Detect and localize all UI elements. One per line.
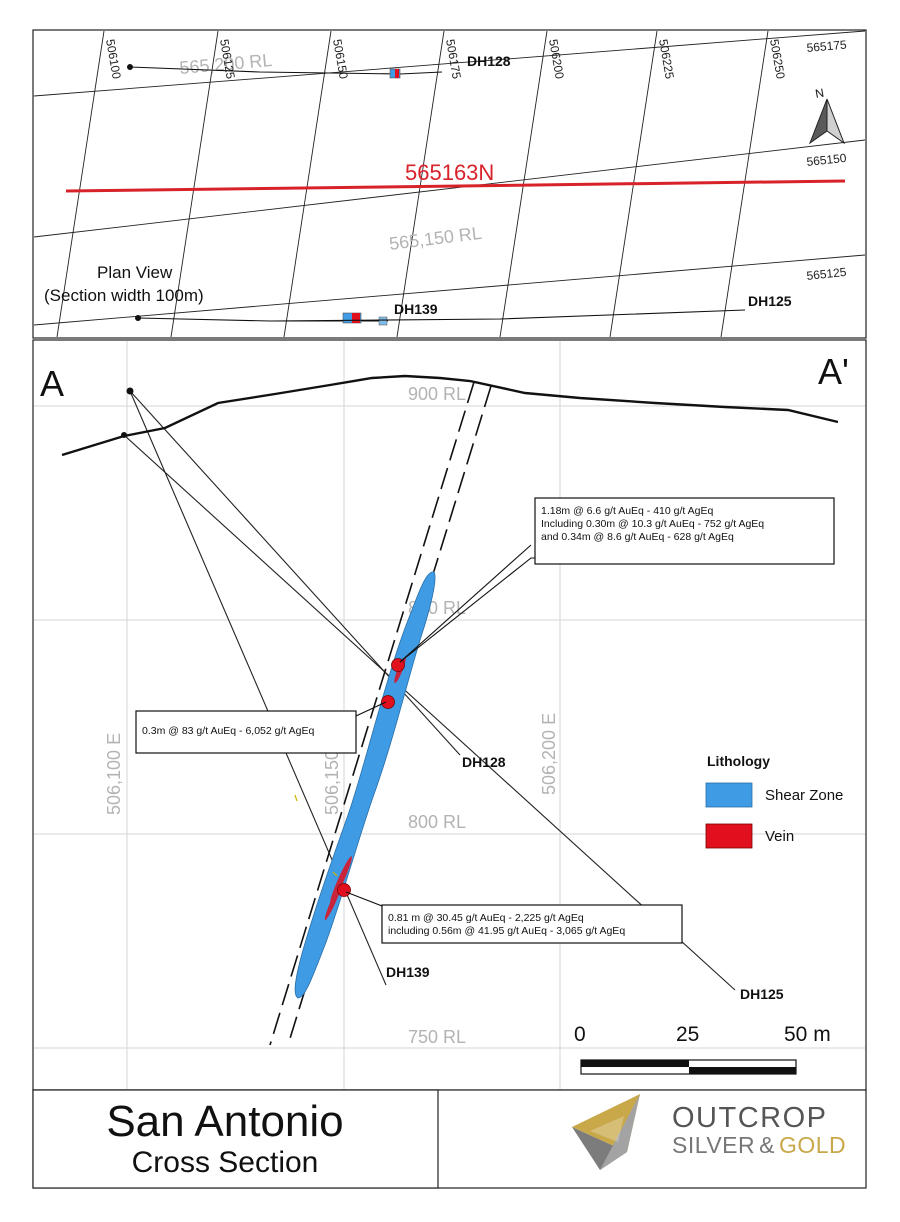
plan-caption-line1: Plan View xyxy=(97,263,173,282)
easting-label-3: 506150 xyxy=(330,38,351,80)
section-panel: 900 RL 850 RL 800 RL 750 RL 506,100 E 50… xyxy=(32,339,867,1091)
rl-label-750: 750 RL xyxy=(408,1027,466,1047)
easting-label-6: 506225 xyxy=(656,38,677,80)
scale-tick-25: 25 xyxy=(676,1023,699,1046)
easting-label-2: 506125 xyxy=(217,38,238,80)
section-hole-label-dh125: DH125 xyxy=(740,986,784,1002)
logo-wordmark-line2: SILVER&GOLD xyxy=(672,1132,846,1158)
map-subtitle: Cross Section xyxy=(132,1146,319,1179)
plan-hole-dh128: DH128 xyxy=(127,53,511,79)
callout-3-line-2: including 0.56m @ 41.95 g/t AuEq - 3,065… xyxy=(388,925,625,937)
section-line-label: 565163N xyxy=(405,160,494,185)
legend-label-vein: Vein xyxy=(765,828,794,845)
rl-label-900: 900 RL xyxy=(408,384,466,404)
scale-bar: 0 25 50 m xyxy=(574,1023,831,1075)
legend-label-shear-zone: Shear Zone xyxy=(765,787,843,804)
map-title: San Antonio xyxy=(106,1097,343,1146)
intercept-dh125 xyxy=(391,658,405,672)
north-label: N xyxy=(814,86,825,101)
shear-zone xyxy=(294,571,436,999)
title-block: San Antonio Cross Section xyxy=(32,1089,867,1189)
plan-hole-label-dh139: DH139 xyxy=(394,301,438,317)
easting-label-1: 506100 xyxy=(103,38,124,80)
plan-easting-labels: 506100 506125 506150 506175 506200 50622… xyxy=(103,38,788,80)
section-end-label-a-prime: A' xyxy=(818,351,849,392)
easting-label-7: 506250 xyxy=(767,38,788,80)
easting-label-4: 506175 xyxy=(443,38,464,80)
scale-tick-50: 50 m xyxy=(784,1023,831,1046)
callout-dh125-intercept: 1.18m @ 6.6 g/t AuEq - 410 g/t AgEq Incl… xyxy=(399,497,835,663)
outcrop-logo: OUTCROP SILVER&GOLD xyxy=(572,1094,846,1170)
plan-hole-label-dh125: DH125 xyxy=(748,293,792,309)
legend-title: Lithology xyxy=(707,753,770,769)
easting-label-5: 506200 xyxy=(546,38,567,80)
callout-1-line-1: 1.18m @ 6.6 g/t AuEq - 410 g/t AgEq xyxy=(541,505,714,517)
topography-line xyxy=(61,374,839,457)
section-hole-label-dh139: DH139 xyxy=(386,964,430,980)
callout-dh139-intercept: 0.81 m @ 30.45 g/t AuEq - 2,225 g/t AgEq… xyxy=(345,891,683,944)
intercept-dh128 xyxy=(381,695,395,709)
scale-tick-0: 0 xyxy=(574,1023,586,1046)
rl-label-800: 800 RL xyxy=(408,812,466,832)
northing-label-1: 565175 xyxy=(806,38,847,55)
legend-swatch-shear-zone xyxy=(705,782,753,808)
logo-mark-icon xyxy=(572,1094,640,1170)
vein-intercepts xyxy=(337,658,405,897)
logo-wordmark-outcrop: OUTCROP xyxy=(672,1102,828,1134)
logo-silver: SILVER xyxy=(672,1132,755,1158)
logo-amp: & xyxy=(759,1132,775,1158)
trace-dh125 xyxy=(123,434,736,991)
callout-1-line-2: Including 0.30m @ 10.3 g/t AuEq - 752 g/… xyxy=(541,518,764,530)
section-hole-label-dh128: DH128 xyxy=(462,754,506,770)
section-line xyxy=(65,179,846,193)
plan-northing-grid xyxy=(33,30,866,326)
north-arrow-icon: N xyxy=(808,86,846,145)
callout-1-line-3: and 0.34m @ 8.6 g/t AuEq - 628 g/t AgEq xyxy=(541,531,734,543)
northing-label-3: 565125 xyxy=(806,265,848,283)
logo-gold: GOLD xyxy=(779,1132,846,1158)
plan-hole-dh125: DH125 xyxy=(269,293,792,322)
trace-dh128 xyxy=(129,390,461,756)
legend: Lithology Shear Zone Vein xyxy=(705,753,843,849)
easting-label-506200: 506,200 E xyxy=(539,713,559,795)
plan-hole-label-dh128: DH128 xyxy=(467,53,511,69)
plan-northing-labels: 565175 565150 565125 xyxy=(806,38,848,283)
plan-view-panel: 565,200 RL 565,150 RL 506100 506125 5061… xyxy=(32,29,867,339)
plan-caption-line2: (Section width 100m) xyxy=(44,286,204,305)
legend-swatch-vein xyxy=(705,823,753,849)
section-end-label-a: A xyxy=(40,363,64,404)
callout-3-line-1: 0.81 m @ 30.45 g/t AuEq - 2,225 g/t AgEq xyxy=(388,912,584,924)
callout-2-line-1: 0.3m @ 83 g/t AuEq - 6,052 g/t AgEq xyxy=(142,725,315,737)
callout-dh128-intercept: 0.3m @ 83 g/t AuEq - 6,052 g/t AgEq xyxy=(135,701,387,754)
intercept-dh139 xyxy=(337,883,351,897)
easting-label-506100: 506,100 E xyxy=(104,733,124,815)
northing-label-2: 565150 xyxy=(806,151,848,169)
